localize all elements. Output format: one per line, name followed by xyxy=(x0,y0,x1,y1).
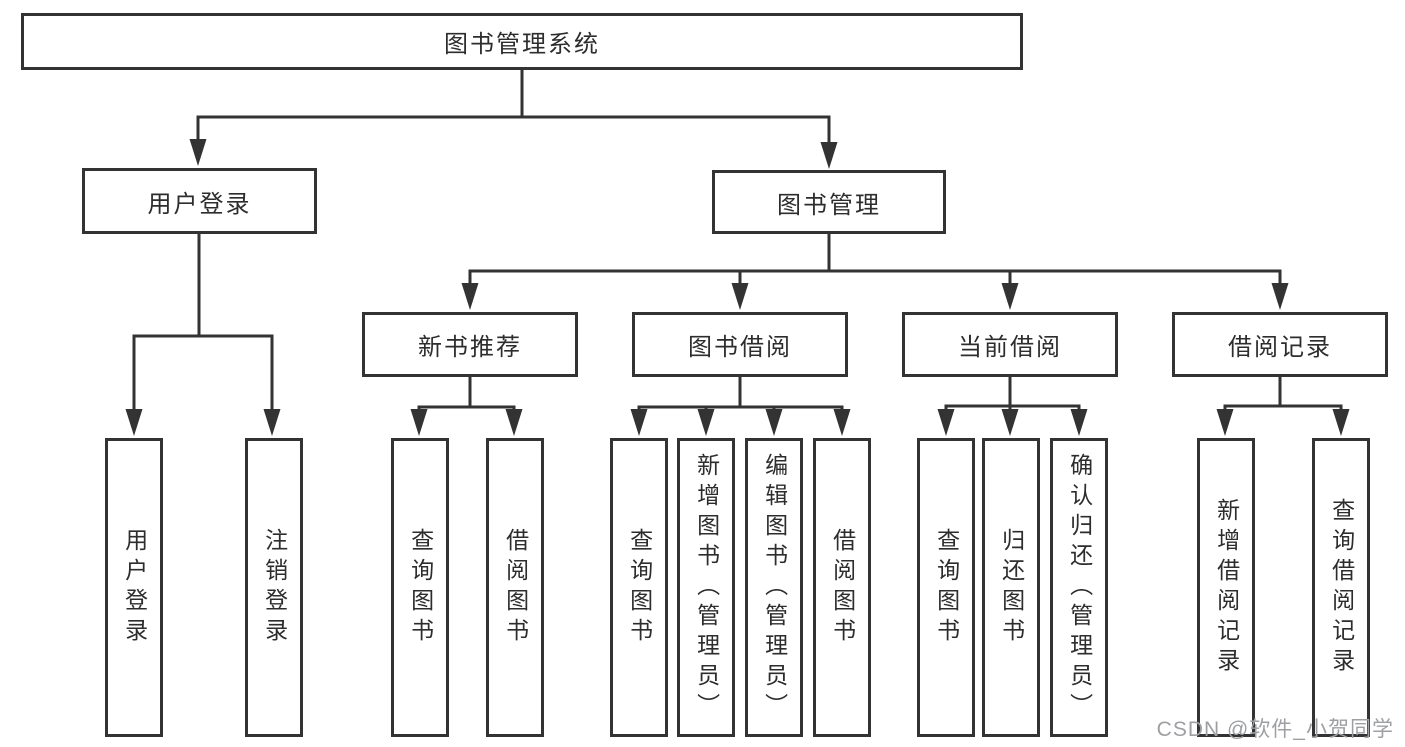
node-label: 当前借阅 xyxy=(958,334,1062,361)
node-label: 借阅图书 xyxy=(502,527,529,648)
arrowhead-down-icon xyxy=(937,409,955,436)
connector-new-book-recommend-to-leaves xyxy=(410,377,523,436)
node-label: 归还图书 xyxy=(998,527,1025,648)
connector-line xyxy=(196,115,831,147)
node-leaf-query-book-current: 查询图书 xyxy=(917,438,975,737)
connector-line xyxy=(417,405,516,412)
node-user-login: 用户登录 xyxy=(82,168,317,234)
node-label: 查询图书 xyxy=(407,527,434,648)
node-new-book-recommend: 新书推荐 xyxy=(362,312,578,377)
node-label: 图书管理系统 xyxy=(444,31,600,58)
arrowhead-down-icon xyxy=(820,142,838,169)
connector-user-login-to-leaves xyxy=(125,234,281,436)
node-leaf-borrow-book: 借阅图书 xyxy=(813,438,871,737)
node-leaf-borrow-book-recommend: 借阅图书 xyxy=(486,438,544,737)
arrowhead-down-icon xyxy=(125,409,143,436)
arrowhead-down-icon xyxy=(731,283,749,310)
connector-current-borrow-to-leaves xyxy=(937,377,1088,436)
node-leaf-confirm-return-admin: 确认归还（管理员） xyxy=(1050,438,1108,737)
arrowhead-down-icon xyxy=(630,409,648,436)
node-label: 新增借阅记录 xyxy=(1213,497,1240,678)
watermark: CSDN @软件_小贺同学 xyxy=(1156,718,1394,741)
node-label: 注销登录 xyxy=(261,527,288,648)
arrowhead-down-icon xyxy=(1271,283,1289,310)
node-leaf-user-login: 用户登录 xyxy=(105,438,163,737)
node-label: 用户登录 xyxy=(121,527,148,648)
node-label: 用户登录 xyxy=(147,190,252,218)
node-leaf-edit-book-admin: 编辑图书（管理员） xyxy=(745,438,803,737)
node-label: 借阅图书 xyxy=(829,527,856,648)
node-library-management-system: 图书管理系统 xyxy=(21,13,1023,70)
node-label: 编辑图书（管理员） xyxy=(761,452,788,723)
arrowhead-down-icon xyxy=(697,409,715,436)
node-label: 图书管理 xyxy=(777,191,881,219)
node-leaf-query-book-recommend: 查询图书 xyxy=(391,438,449,737)
connector-root-to-level2 xyxy=(189,69,838,169)
connector-line xyxy=(944,404,1081,412)
node-label: 图书借阅 xyxy=(688,334,792,361)
node-leaf-return-book: 归还图书 xyxy=(982,438,1040,737)
node-leaf-add-borrow-record: 新增借阅记录 xyxy=(1197,438,1255,737)
connector-line xyxy=(468,269,1282,288)
node-label: 新书推荐 xyxy=(418,334,522,361)
node-leaf-query-borrow-record: 查询借阅记录 xyxy=(1312,438,1370,737)
connector-borrow-record-to-leaves xyxy=(1216,377,1350,436)
node-book-borrow: 图书借阅 xyxy=(632,312,848,377)
arrowhead-down-icon xyxy=(189,139,207,166)
node-label: 查询图书 xyxy=(933,527,960,648)
node-leaf-query-book-borrow: 查询图书 xyxy=(610,438,668,737)
arrowhead-down-icon xyxy=(410,409,428,436)
arrowhead-down-icon xyxy=(1001,409,1019,436)
arrowhead-down-icon xyxy=(833,409,851,436)
node-label: 借阅记录 xyxy=(1228,334,1332,361)
node-label: 查询图书 xyxy=(626,527,653,648)
connector-line xyxy=(637,405,844,412)
connector-book-borrow-to-leaves xyxy=(630,377,851,436)
arrowhead-down-icon xyxy=(461,283,479,310)
node-label: 确认归还（管理员） xyxy=(1066,452,1093,723)
node-leaf-add-book-admin: 新增图书（管理员） xyxy=(677,438,735,737)
node-current-borrow: 当前借阅 xyxy=(902,312,1118,377)
node-leaf-logout: 注销登录 xyxy=(245,438,303,737)
arrowhead-down-icon xyxy=(765,409,783,436)
connector-line xyxy=(1223,404,1343,412)
arrowhead-down-icon xyxy=(1216,409,1234,436)
node-borrow-record: 借阅记录 xyxy=(1172,312,1388,377)
arrowhead-down-icon xyxy=(1001,283,1019,310)
arrowhead-down-icon xyxy=(1070,409,1088,436)
arrowhead-down-icon xyxy=(263,409,281,436)
arrowhead-down-icon xyxy=(505,409,523,436)
arrowhead-down-icon xyxy=(1332,409,1350,436)
node-label: 新增图书（管理员） xyxy=(693,452,720,723)
node-label: 查询借阅记录 xyxy=(1328,497,1355,678)
connector-book-management-to-level3 xyxy=(461,234,1289,310)
node-book-management: 图书管理 xyxy=(712,170,946,234)
connector-line xyxy=(132,334,274,413)
